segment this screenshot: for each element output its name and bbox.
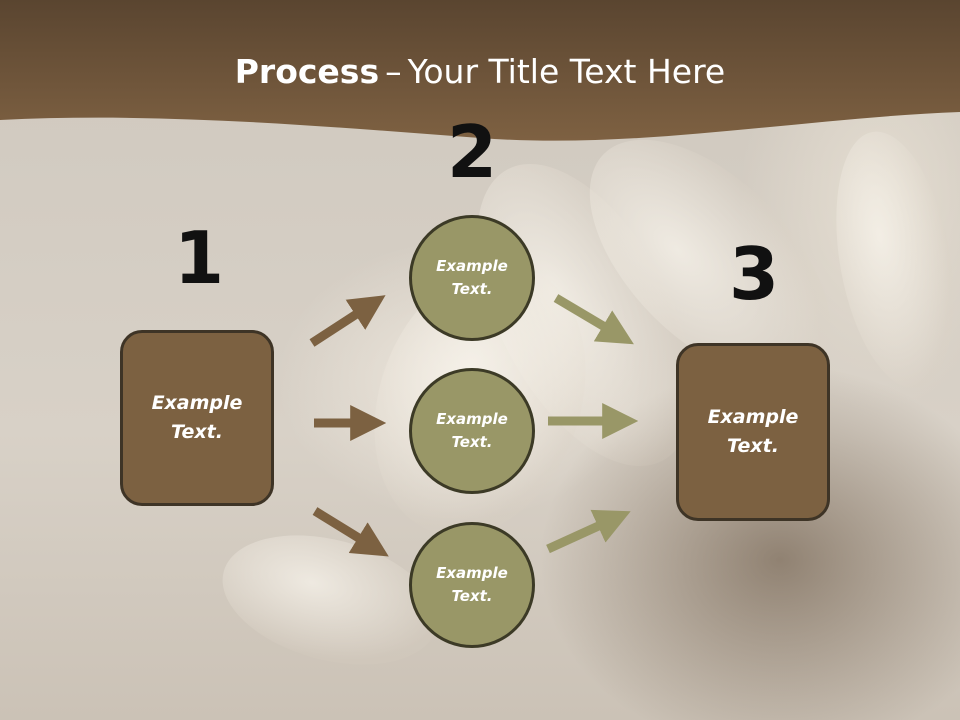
step-3-box: Example Text. [676, 343, 830, 521]
arrow-2a-to-3 [553, 294, 634, 345]
arrow-1-to-2c [312, 507, 389, 557]
arrow-2c-to-3 [546, 509, 631, 554]
step-number-2: 2 [446, 110, 498, 194]
step-1-box: Example Text. [120, 330, 274, 506]
step-2-circle-middle: Example Text. [409, 368, 535, 494]
step-number-3: 3 [728, 232, 780, 316]
header-band [0, 0, 960, 141]
step-2-circle-bottom: Example Text. [409, 522, 535, 648]
step-2-circle-middle-label: Example Text. [436, 410, 508, 451]
title-separator: – [385, 52, 402, 91]
step-2-circle-top-label: Example Text. [436, 257, 508, 298]
step-1-label: Example Text. [151, 392, 243, 443]
step-3-label: Example Text. [707, 406, 799, 457]
arrow-1-to-2a [309, 295, 386, 347]
step-2-circle-bottom-label: Example Text. [436, 564, 508, 605]
page-title: Process–Your Title Text Here [0, 52, 960, 91]
step-2-circle-top: Example Text. [409, 215, 535, 341]
step-number-1: 1 [173, 216, 225, 300]
title-rest: Your Title Text Here [407, 52, 726, 91]
title-bold: Process [234, 52, 380, 91]
